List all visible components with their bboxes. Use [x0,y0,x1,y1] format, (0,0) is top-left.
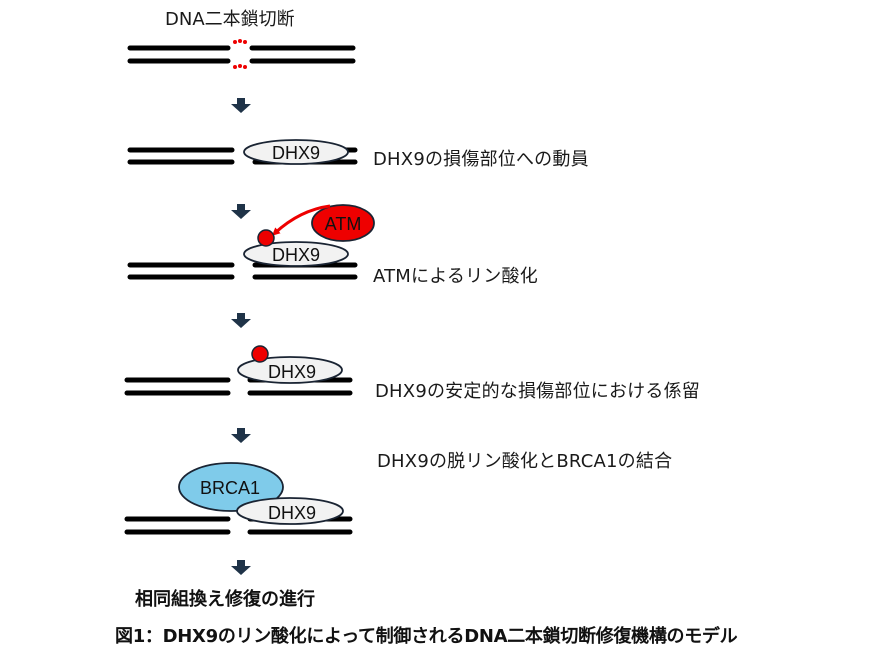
dhx9-label: DHX9 [268,503,316,523]
stage-atm-phosphorylation: DHX9 ATM [127,204,375,280]
figure-caption: 図1：DHX9のリン酸化によって制御されるDNA二本鎖切断修復機構のモデル [115,626,738,647]
dhx9-protein [236,497,344,525]
dhx9-protein [237,356,343,384]
step-description: DHX9の脱リン酸化とBRCA1の結合 [377,451,673,472]
step-description: ATMによるリン酸化 [373,266,538,287]
down-arrow-icon [231,428,251,443]
phosphorylation-arrow [272,204,331,236]
dsb-label: DNA二本鎖切断 [165,9,295,30]
step-description: DHX9の損傷部位への動員 [373,149,589,170]
phosphate-group-icon [257,229,275,247]
stage-recruitment: DHX9 [127,139,358,165]
dhx9-protein [243,241,349,267]
dhx9-protein [243,139,349,165]
dhx9-label: DHX9 [272,143,320,163]
dhx9-label: DHX9 [268,362,316,382]
atm-label: ATM [325,214,362,234]
brca1-protein [178,462,284,512]
step-description: DHX9の安定的な損傷部位における係留 [375,381,700,402]
stage-double-strand-break [127,39,356,69]
down-arrow-icon [231,204,251,219]
phosphate-group-icon [251,345,269,363]
stage-brca1-binding: BRCA1 DHX9 [124,462,353,535]
down-arrow-icon [231,560,251,575]
down-arrow-icon [231,98,251,113]
outcome-label: 相同組換え修復の進行 [135,589,315,610]
break-mark-icon [233,39,247,69]
dhx9-label: DHX9 [272,245,320,265]
stage-stable-anchoring: DHX9 [124,345,353,396]
atm-kinase [311,204,375,242]
brca1-label: BRCA1 [200,478,260,498]
down-arrow-icon [231,313,251,328]
